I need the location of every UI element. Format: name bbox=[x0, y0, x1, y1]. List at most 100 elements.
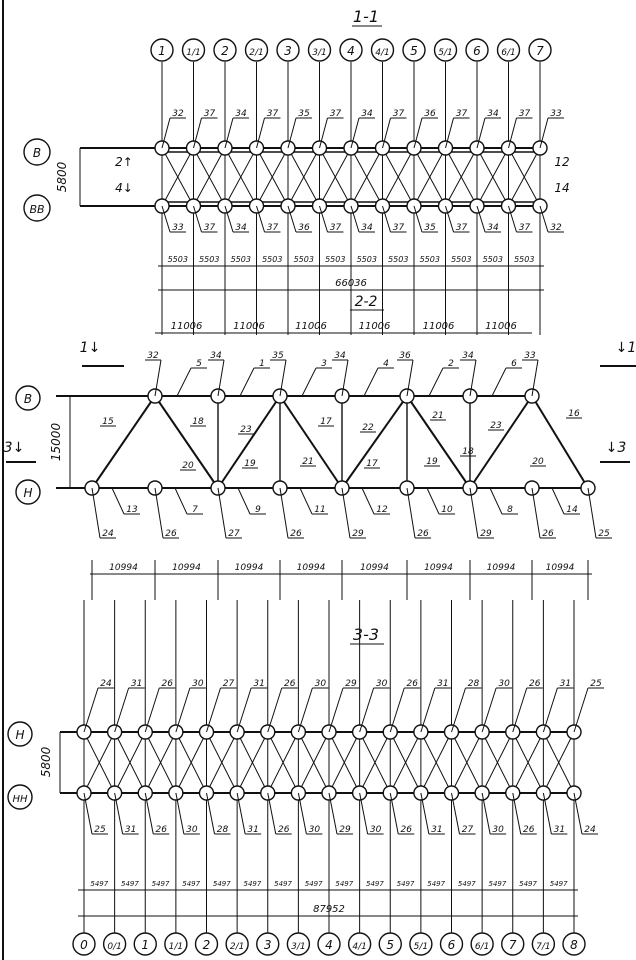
dim-spacing: 5497 bbox=[489, 880, 507, 888]
mark-lower-leader bbox=[175, 792, 185, 835]
truss-lower-chord-mark-leader bbox=[299, 487, 313, 515]
axis-bubble bbox=[317, 932, 341, 956]
mark-upper: 34 bbox=[361, 109, 373, 119]
truss-node-mark: 36 bbox=[399, 351, 411, 361]
mark-upper-leader bbox=[287, 117, 297, 149]
mark-upper-leader bbox=[256, 117, 265, 149]
truss-lower-node-mark: 26 bbox=[290, 529, 302, 539]
mark-upper: 37 bbox=[267, 109, 279, 119]
dim-spacing: 5497 bbox=[274, 880, 292, 888]
dim-spacing: 5503 bbox=[388, 255, 408, 264]
axis-bubble bbox=[370, 38, 395, 62]
diag-mark: 21 bbox=[432, 411, 443, 421]
dim-lower-panel-label: 10994 bbox=[235, 563, 264, 573]
mark-upper-leader bbox=[382, 117, 391, 149]
mark-lower-leader bbox=[413, 205, 423, 233]
cut-mark: ↓3 bbox=[606, 440, 627, 456]
mark-lower-leader bbox=[359, 792, 369, 835]
axis-bubble bbox=[276, 38, 300, 62]
axis-label: 3/1 bbox=[291, 942, 305, 952]
dim-upper-panel-label: 11006 bbox=[295, 321, 327, 332]
mark-upper: 30 bbox=[315, 679, 327, 689]
mark-upper: 35 bbox=[298, 109, 310, 119]
mark-lower-leader bbox=[319, 205, 328, 233]
truss-lower-node-mark: 29 bbox=[352, 529, 364, 539]
mark-lower: 31 bbox=[125, 825, 136, 835]
truss-lower-chord-mark-leader bbox=[551, 487, 565, 515]
truss-lower-node-mark-leader bbox=[91, 487, 101, 539]
axis-bubble bbox=[439, 932, 464, 956]
row-label: НН bbox=[12, 794, 28, 805]
truss-lower-node-mark-leader bbox=[341, 487, 351, 539]
axis-label: 3/1 bbox=[312, 48, 326, 58]
axis-label: 8 bbox=[570, 938, 578, 952]
dim-upper-panel-label: 11006 bbox=[359, 321, 391, 332]
dim-spacing: 5497 bbox=[152, 880, 170, 888]
truss-node-mark: 34 bbox=[334, 351, 346, 361]
brace bbox=[508, 147, 541, 207]
truss-lower-node-mark: 25 bbox=[598, 529, 610, 539]
mark-lower: 28 bbox=[217, 825, 229, 835]
row-bubble bbox=[23, 194, 51, 222]
brace bbox=[206, 731, 238, 794]
truss-lower-chord-mark-leader bbox=[237, 487, 251, 515]
truss-node-mark-leader bbox=[279, 359, 287, 397]
dim-spacing: 5497 bbox=[519, 880, 537, 888]
truss-lower-chord-mark: 12 bbox=[376, 505, 388, 515]
mark-upper: 29 bbox=[345, 679, 357, 689]
brace bbox=[297, 731, 330, 794]
brace bbox=[193, 147, 226, 207]
mark-upper: 27 bbox=[223, 679, 235, 689]
row-label: Н bbox=[15, 728, 24, 742]
truss-diagonal bbox=[279, 395, 343, 489]
mark-lower: 29 bbox=[339, 825, 351, 835]
cut-mark: ↓1 bbox=[616, 340, 636, 356]
truss-lower-chord-mark-leader bbox=[174, 487, 188, 515]
mark-lower: 37 bbox=[330, 223, 342, 233]
diag-mark: 22 bbox=[362, 423, 374, 433]
truss-node-mark: 34 bbox=[462, 351, 474, 361]
brace bbox=[236, 731, 269, 794]
truss-lower-node-mark: 29 bbox=[480, 529, 492, 539]
mark-lower: 33 bbox=[172, 223, 184, 233]
mark-lower-leader bbox=[451, 792, 460, 835]
mark-upper: 37 bbox=[393, 109, 405, 119]
diag-mark: 20 bbox=[532, 457, 544, 467]
section-title-1-1: 1-1 bbox=[352, 7, 382, 27]
mark-upper: 30 bbox=[498, 679, 510, 689]
row-bubble bbox=[7, 721, 33, 747]
brace bbox=[83, 731, 116, 794]
cut-label: 4↓ bbox=[115, 181, 133, 195]
brace bbox=[350, 147, 383, 207]
mark-lower: 27 bbox=[462, 825, 474, 835]
truss-node-mark: 33 bbox=[524, 351, 536, 361]
dim-lower-panel-label: 10994 bbox=[487, 563, 516, 573]
dim-spacing: 5503 bbox=[168, 255, 188, 264]
brace bbox=[451, 731, 483, 794]
mark-lower-leader bbox=[542, 792, 552, 835]
axis-bubble bbox=[225, 932, 249, 956]
axis-bubble bbox=[501, 932, 525, 956]
axis-bubble bbox=[194, 932, 219, 956]
truss-chord-mark-leader bbox=[301, 367, 317, 397]
mark-lower: 37 bbox=[456, 223, 468, 233]
mark-upper-leader bbox=[206, 687, 221, 733]
dim-spacing: 5503 bbox=[483, 255, 503, 264]
mark-lower-leader bbox=[382, 205, 391, 233]
mark-lower: 31 bbox=[431, 825, 442, 835]
brace bbox=[359, 731, 391, 794]
truss-node-mark: 34 bbox=[210, 351, 222, 361]
brace bbox=[224, 147, 257, 207]
axis-label: 1 bbox=[158, 44, 166, 58]
mark-lower: 30 bbox=[492, 825, 504, 835]
truss-lower-node-mark: 26 bbox=[542, 529, 554, 539]
row-label: В bbox=[24, 392, 32, 406]
truss-chord-mark-leader bbox=[363, 367, 379, 397]
brace bbox=[445, 147, 478, 207]
mark-lower: 37 bbox=[267, 223, 279, 233]
diag-mark: 17 bbox=[320, 417, 332, 427]
axis-bubble bbox=[409, 932, 433, 956]
cut-mark: 1↓ bbox=[80, 340, 101, 356]
dim-spacing: 5497 bbox=[427, 880, 445, 888]
